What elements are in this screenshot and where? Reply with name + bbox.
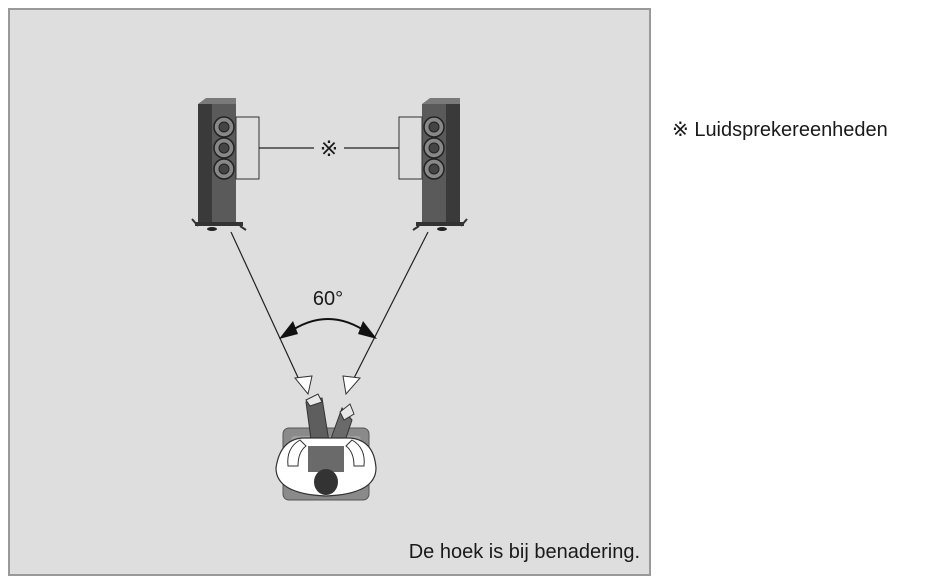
left-sight-line <box>230 231 302 385</box>
angle-label: 60° <box>313 288 343 310</box>
left-ear-triangle <box>294 375 313 396</box>
left-speaker-icon <box>191 98 247 231</box>
angle-arc-icon <box>279 318 377 339</box>
listener-icon <box>275 393 377 501</box>
approximation-note: De hoek is bij benadering. <box>409 541 640 563</box>
driver-marker: ※ <box>320 136 338 161</box>
legend-text: ※ Luidsprekereenheden <box>672 119 888 141</box>
right-sight-line <box>350 231 429 385</box>
right-speaker-icon <box>412 98 468 231</box>
right-ear-triangle <box>342 375 362 396</box>
